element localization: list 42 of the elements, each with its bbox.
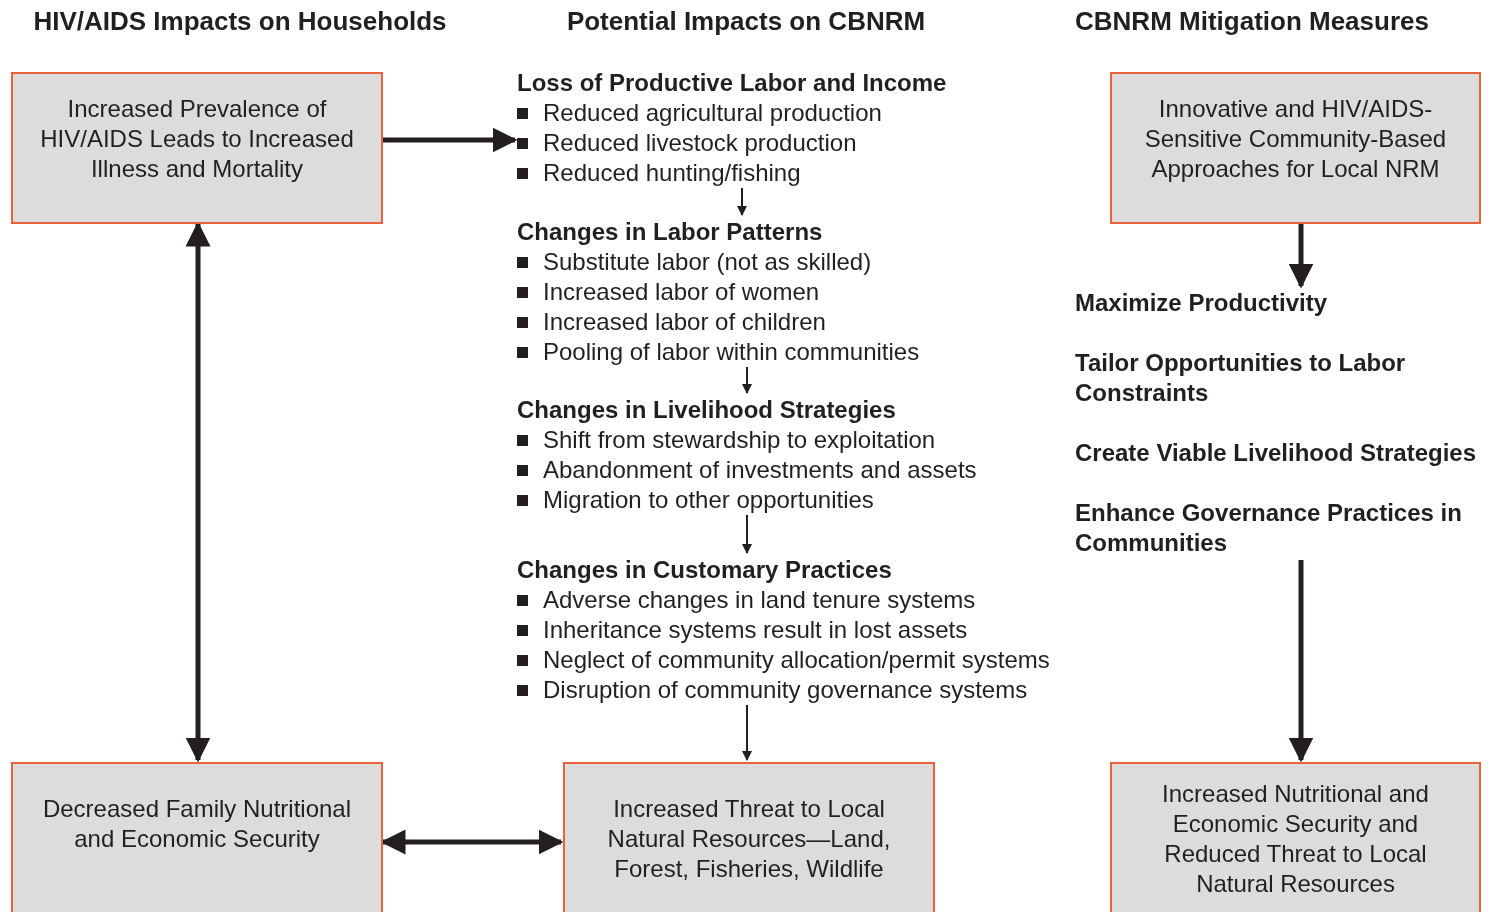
arrow — [742, 366, 752, 394]
box-text: Innovative and HIV/AIDS-Sensitive Community-Based Approaches for Local NRM — [1143, 94, 1448, 184]
list-item: Reduced agricultural production — [543, 98, 882, 128]
section-heading: Loss of Productive Labor and Income — [517, 68, 947, 98]
box-text: Increased Nutritional and Economic Security and Reduced Threat to Local Natural Resources — [1161, 779, 1430, 899]
mitigation-measure: Tailor Opportunities to Labor Constraints — [1075, 348, 1407, 408]
process-box — [11, 762, 383, 912]
list-item: Increased labor of children — [543, 307, 826, 337]
list-item: Abandonment of investments and assets — [543, 455, 977, 485]
mitigation-measure: Enhance Governance Practices in Communities — [1075, 498, 1463, 558]
mitigation-measure: Create Viable Livelihood Strategies — [1075, 438, 1478, 468]
list-item: Adverse changes in land tenure systems — [543, 585, 976, 615]
arrow — [742, 704, 752, 761]
list-item: Migration to other opportunities — [543, 485, 874, 515]
process-box — [1110, 762, 1481, 912]
arrow — [742, 514, 752, 554]
column-heading: CBNRM Mitigation Measures — [1075, 6, 1429, 37]
list-item: Reduced livestock production — [543, 128, 857, 158]
arrow — [1288, 224, 1314, 289]
box-text: Decreased Family Nutritional and Economic Security — [41, 794, 353, 854]
list-item: Neglect of community allocation/permit systems — [543, 645, 1050, 675]
process-box — [11, 72, 383, 224]
list-item: Inheritance systems result in lost assets — [543, 615, 968, 645]
list-item: Disruption of community governance systems — [543, 675, 1028, 705]
list-item: Pooling of labor within communities — [543, 337, 920, 367]
section-heading: Changes in Customary Practices — [517, 555, 892, 585]
section-heading: Changes in Labor Patterns — [517, 217, 823, 247]
list-item: Increased labor of women — [543, 277, 820, 307]
arrow — [1288, 560, 1314, 763]
list-item: Reduced hunting/fishing — [543, 158, 801, 188]
column-heading: Potential Impacts on CBNRM — [566, 6, 926, 37]
box-text: Increased Threat to Local Natural Resources—Land, Forest, Fisheries, Wildlife — [606, 794, 892, 884]
arrow — [737, 187, 747, 216]
section-heading: Changes in Livelihood Strategies — [517, 395, 896, 425]
list-item: Shift from stewardship to exploitation — [543, 425, 936, 455]
mitigation-measure: Maximize Productivity — [1075, 288, 1329, 318]
arrow — [383, 127, 518, 153]
process-box — [1110, 72, 1481, 224]
box-text: Increased Prevalence of HIV/AIDS Leads to Increased Illness and Mortality — [39, 94, 355, 184]
process-box — [563, 762, 935, 912]
list-item: Substitute labor (not as skilled) — [543, 247, 872, 277]
column-heading: HIV/AIDS Impacts on Households — [33, 6, 447, 37]
